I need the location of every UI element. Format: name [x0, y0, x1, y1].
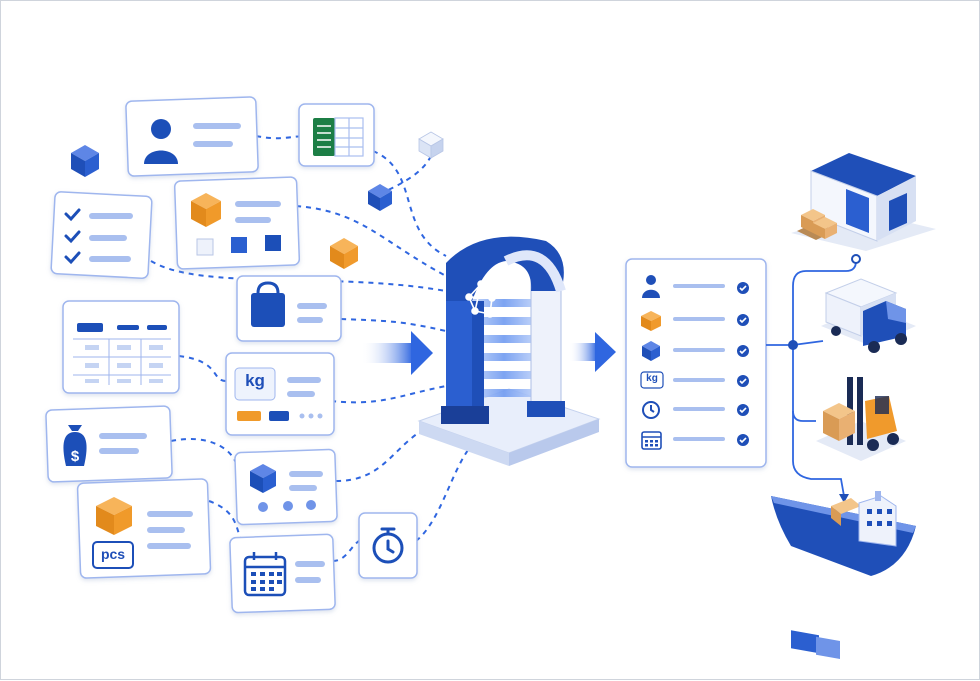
dashed-connectors — [150, 135, 472, 562]
calendar-icon — [243, 552, 287, 597]
cube-icon — [250, 464, 276, 493]
output-row-package — [641, 311, 749, 331]
checklist-icon — [64, 208, 81, 265]
connector-table — [178, 355, 227, 382]
card-shopping-bag — [236, 275, 342, 342]
card-user — [125, 96, 259, 177]
output-rows — [640, 275, 749, 450]
warehouse-icon — [791, 153, 936, 251]
floating-cube-3 — [368, 184, 392, 211]
card-pieces — [76, 478, 212, 579]
connector-package — [295, 205, 447, 277]
connector-bag — [340, 318, 447, 332]
distribution-lines — [766, 260, 857, 497]
box-pieces-icon — [92, 497, 134, 569]
mini-cubes — [196, 235, 281, 256]
output-weight-unit-label: kg — [646, 373, 658, 384]
truck-icon — [821, 278, 916, 353]
user-icon — [144, 119, 178, 164]
svg-text:$: $ — [71, 448, 80, 465]
package-icon — [191, 193, 221, 227]
clock-icon — [642, 401, 660, 419]
connector-stopwatch — [415, 445, 472, 542]
warehouse-node — [851, 254, 861, 264]
weight-unit-label: kg — [245, 371, 265, 390]
card-table — [62, 300, 180, 394]
stopwatch-icon — [372, 527, 404, 564]
money-bag-icon: $ — [63, 425, 87, 466]
weight-icon — [234, 367, 276, 401]
card-spreadsheet — [298, 103, 375, 167]
network-icon — [465, 280, 496, 318]
outbound-arrow — [569, 332, 616, 372]
card-weight — [225, 352, 335, 436]
output-row-weight — [640, 371, 749, 389]
connector-checklist — [150, 260, 447, 292]
card-package — [173, 176, 301, 270]
spreadsheet-icon — [313, 117, 364, 157]
connector-calendar — [332, 540, 360, 562]
calendar-icon — [641, 431, 662, 450]
shopping-bag-icon — [251, 281, 285, 327]
output-row-clock — [642, 401, 749, 419]
connector-weight — [330, 385, 447, 404]
output-row-calendar — [641, 431, 749, 450]
connector-money — [170, 438, 238, 472]
card-calendar — [229, 533, 336, 614]
forklift-icon — [816, 377, 906, 461]
card-stopwatch — [358, 512, 418, 579]
floating-cube-1 — [71, 145, 99, 177]
pieces-unit-label: pcs — [100, 546, 126, 562]
table-icon — [73, 323, 171, 385]
output-row-cube — [642, 341, 749, 361]
ship-arrowhead — [839, 494, 849, 503]
card-money: $ — [45, 405, 173, 483]
floating-orange-box — [330, 238, 358, 269]
card-cube — [234, 448, 338, 526]
card-checklist — [50, 191, 153, 279]
output-row-user — [642, 275, 749, 298]
connector-spreadsheet — [372, 150, 447, 257]
gateway-arch — [417, 236, 601, 466]
connector-cube — [335, 430, 422, 482]
scanner-slats — [459, 299, 549, 397]
cargo-ship-icon — [771, 491, 916, 659]
junction-node — [788, 340, 798, 350]
output-list-card — [625, 258, 767, 468]
floating-cube-2 — [418, 131, 444, 159]
inbound-arrow — [361, 331, 433, 375]
